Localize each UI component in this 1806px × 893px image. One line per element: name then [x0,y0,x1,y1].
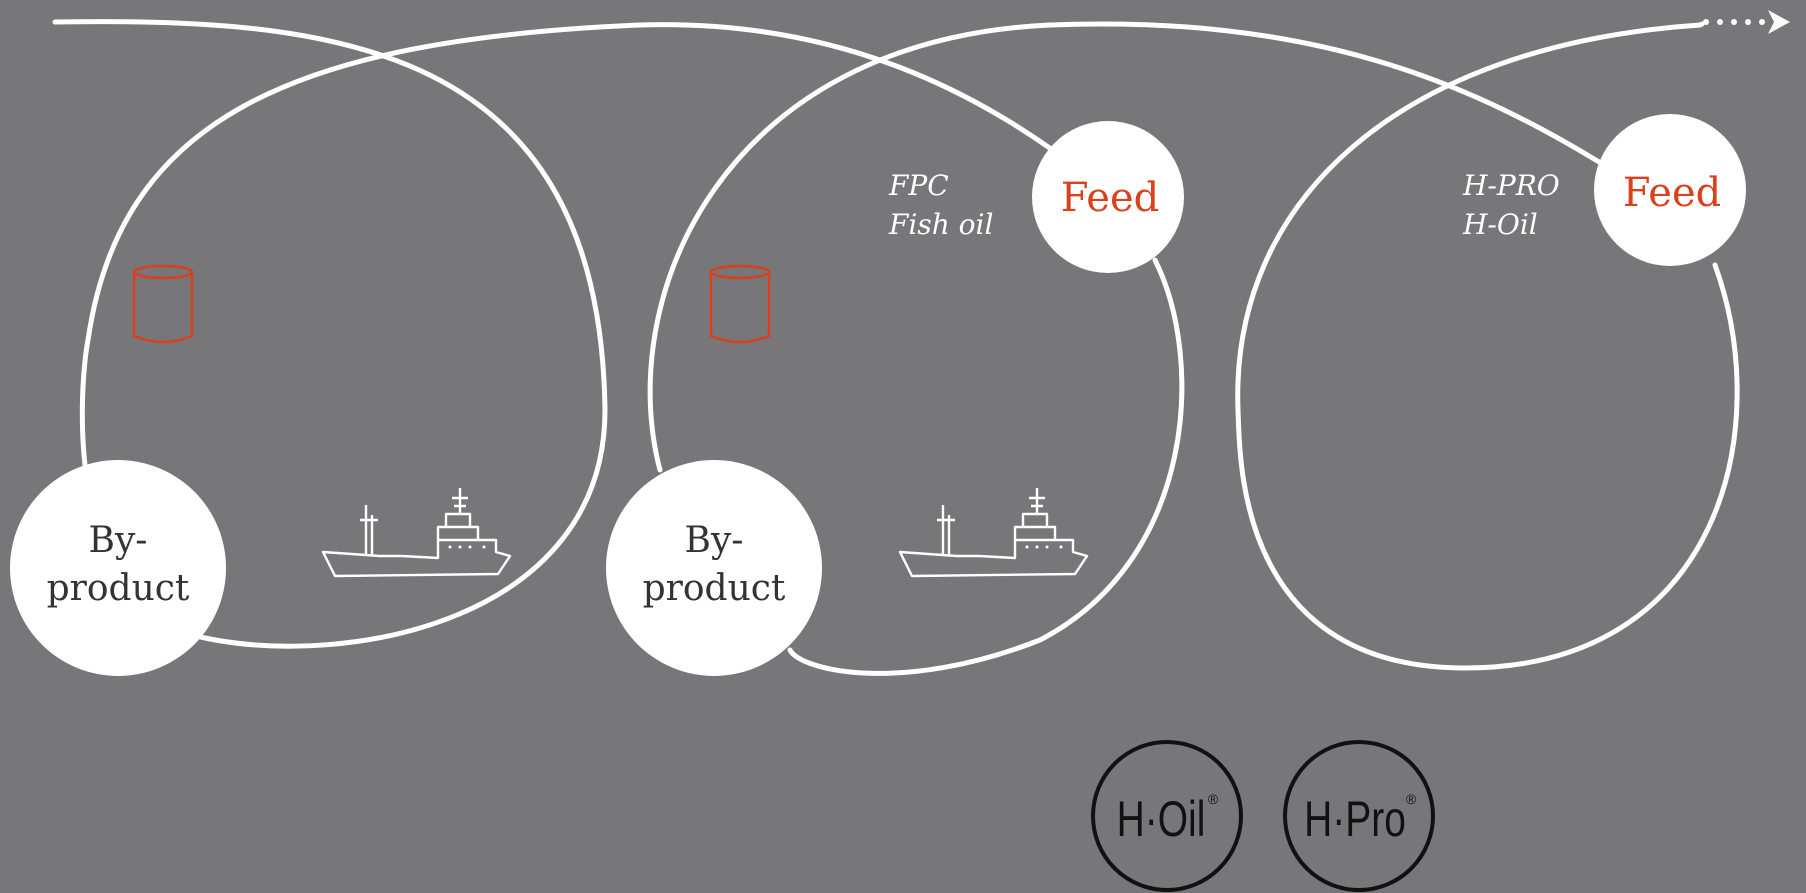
flow-arrow-icon [1703,10,1790,34]
h-oil-logo-text: H·Oil [1117,790,1206,847]
product-fpc: FPC [888,169,949,202]
byproduct-label-line1: By- [685,520,744,561]
h-oil-logo: H·Oil ® [1091,740,1243,892]
product-h-oil: H-Oil [1462,208,1538,241]
feed-node-3: Feed [1594,114,1746,266]
loop-3-tail [1697,21,1705,28]
fishing-vessel-icon [321,488,512,578]
product-list-2: FPC Fish oil [888,169,993,241]
flow-curves [52,19,1740,676]
h-pro-registered-mark: ® [1406,791,1417,807]
feed-label: Feed [1061,175,1160,221]
h-oil-registered-mark: ® [1208,791,1219,807]
feed-node-2: Feed [1032,121,1184,273]
product-list-3: H-PRO H-Oil [1462,169,1560,241]
fishing-vessel-icon [898,488,1089,578]
loop-2-curve [637,22,1185,676]
byproduct-node-2: By- product [606,460,822,676]
barrel-icon [709,264,771,344]
byproduct-label-line2: product [47,568,190,609]
byproduct-label-line1: By- [89,520,148,561]
product-fish-oil: Fish oil [888,208,993,241]
loop-3-curve [1047,21,1740,671]
loop-1-curve [52,19,643,649]
product-h-pro: H-PRO [1462,169,1560,202]
h-pro-logo-text: H·Pro [1304,790,1406,847]
feed-label: Feed [1623,170,1722,216]
byproduct-label-line2: product [643,568,786,609]
barrel-icon [132,264,194,344]
h-pro-logo: H·Pro ® [1283,740,1435,892]
byproduct-node-1: By- product [10,460,226,676]
